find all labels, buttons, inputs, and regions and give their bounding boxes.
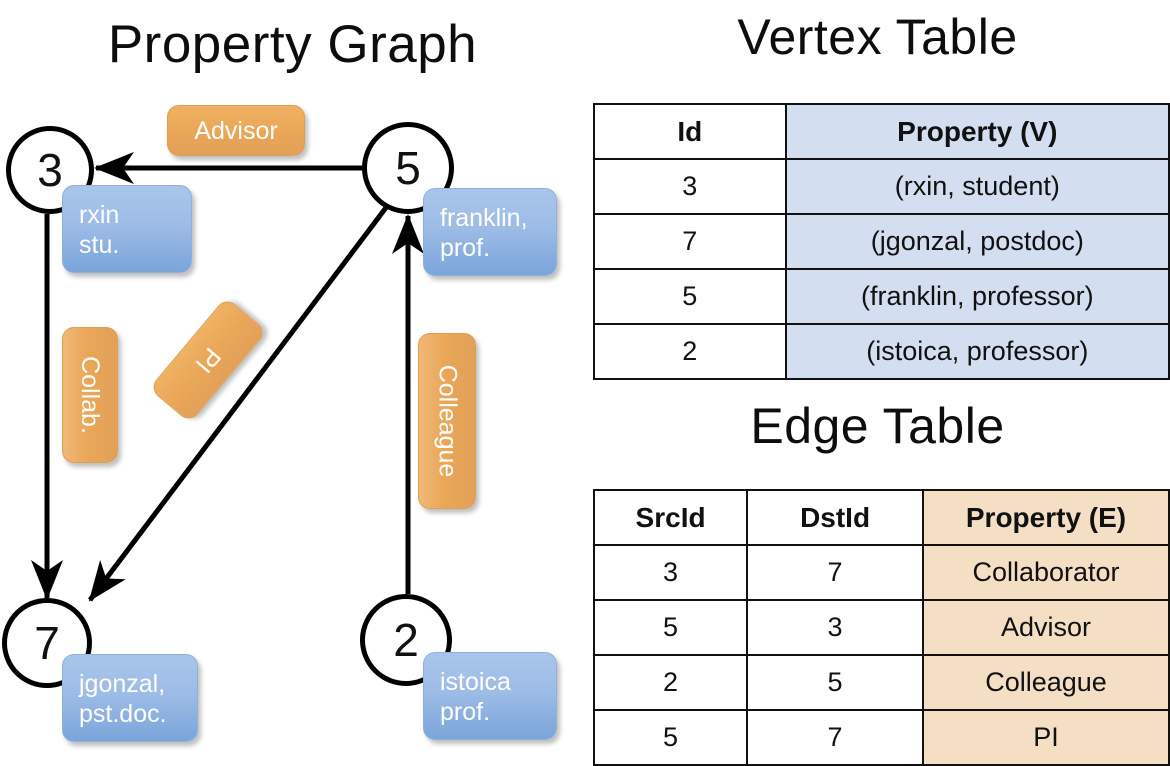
edge-label-colleague[interactable]: Colleague xyxy=(418,333,476,509)
edge-label-advisor-text: Advisor xyxy=(194,116,278,145)
edge-table-header-row: SrcId DstId Property (E) xyxy=(592,489,1170,546)
vertex-cell-id: 5 xyxy=(593,268,787,325)
edge-table-header-property: Property (E) xyxy=(922,489,1170,546)
node-property-franklin-line2: prof. xyxy=(440,234,491,262)
vertex-cell-property: (istoica, professor) xyxy=(784,323,1170,380)
edge-cell-dstid: 3 xyxy=(746,599,925,656)
edge-cell-dstid: 5 xyxy=(746,654,925,711)
table-row[interactable]: 5 3 Advisor xyxy=(592,599,1170,656)
table-row[interactable]: 3 (rxin, student) xyxy=(593,158,1170,215)
vertex-cell-property: (jgonzal, postdoc) xyxy=(784,213,1170,270)
table-row[interactable]: 7 (jgonzal, postdoc) xyxy=(593,213,1170,270)
vertex-cell-property: (franklin, professor) xyxy=(784,268,1170,325)
vertex-cell-id: 3 xyxy=(593,158,787,215)
table-row[interactable]: 2 (istoica, professor) xyxy=(593,323,1170,380)
edge-table: SrcId DstId Property (E) 3 7 Collaborato… xyxy=(592,489,1170,766)
graph-node-2[interactable]: 2 xyxy=(360,594,452,686)
edge-label-advisor[interactable]: Advisor xyxy=(167,105,305,156)
table-row[interactable]: 5 7 PI xyxy=(592,709,1170,766)
edge-cell-property: Colleague xyxy=(922,654,1170,711)
node-property-jgonzal-line1: jgonzal, xyxy=(79,670,166,698)
edge-cell-srcid: 2 xyxy=(592,654,749,711)
edge-cell-srcid: 5 xyxy=(592,599,749,656)
graph-node-2-label: 2 xyxy=(393,614,419,666)
graph-edges-canvas xyxy=(31,152,424,602)
property-graph-panel: Property Graph 3 5 7 2 rxin stu. frankli… xyxy=(0,0,585,760)
edge-cell-property: PI xyxy=(922,709,1170,766)
edge-label-collab-text: Collab. xyxy=(76,356,105,434)
vertex-cell-id: 7 xyxy=(593,213,787,270)
edge-table-header-dstid: DstId xyxy=(746,489,925,546)
edge-cell-srcid: 5 xyxy=(592,709,749,766)
vertex-table-header-property: Property (V) xyxy=(784,103,1170,160)
graph-node-7-label: 7 xyxy=(34,617,60,669)
vertex-table-header-row: Id Property (V) xyxy=(593,103,1170,160)
edge-5-to-7 xyxy=(88,203,390,602)
table-row[interactable]: 2 5 Colleague xyxy=(592,654,1170,711)
node-property-franklin-line1: franklin, xyxy=(440,204,528,232)
page-title-property-graph: Property Graph xyxy=(107,15,478,74)
node-property-jgonzal-line2: pst.doc. xyxy=(79,700,167,728)
edge-label-pi-text: PI xyxy=(189,341,227,379)
vertex-table-header-id: Id xyxy=(593,103,787,160)
node-property-box-jgonzal[interactable]: jgonzal, pst.doc. xyxy=(62,654,198,742)
node-property-box-rxin[interactable]: rxin stu. xyxy=(62,185,192,273)
node-property-rxin-line2: stu. xyxy=(79,231,120,259)
edge-cell-property: Collaborator xyxy=(922,544,1170,601)
vertex-cell-id: 2 xyxy=(593,323,787,380)
vertex-cell-property: (rxin, student) xyxy=(784,158,1170,215)
page-title-edge-table: Edge Table xyxy=(750,398,1005,454)
node-property-box-istoica[interactable]: istoica prof. xyxy=(423,652,557,740)
edge-cell-property: Advisor xyxy=(922,599,1170,656)
edge-table-header-srcid: SrcId xyxy=(592,489,749,546)
edge-label-colleague-text: Colleague xyxy=(433,364,461,478)
table-row[interactable]: 3 7 Collaborator xyxy=(592,544,1170,601)
edge-label-collab[interactable]: Collab. xyxy=(62,327,118,463)
edge-cell-srcid: 3 xyxy=(592,544,749,601)
graph-node-5[interactable]: 5 xyxy=(362,122,454,214)
vertex-table: Id Property (V) 3 (rxin, student) 7 (jgo… xyxy=(593,103,1170,380)
node-property-rxin-line1: rxin xyxy=(79,201,120,229)
graph-node-3-label: 3 xyxy=(37,144,63,196)
edge-cell-dstid: 7 xyxy=(746,709,925,766)
edge-cell-dstid: 7 xyxy=(746,544,925,601)
table-row[interactable]: 5 (franklin, professor) xyxy=(593,268,1170,325)
node-property-box-franklin[interactable]: franklin, prof. xyxy=(423,188,557,276)
node-property-istoica-line1: istoica xyxy=(440,668,511,696)
graph-node-5-label: 5 xyxy=(395,142,421,194)
node-property-istoica-line2: prof. xyxy=(440,698,491,726)
page-title-vertex-table: Vertex Table xyxy=(737,9,1018,65)
